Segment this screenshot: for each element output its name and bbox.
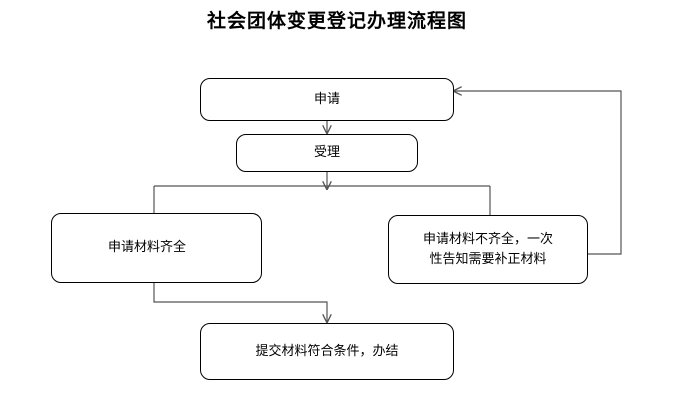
node-accept-label: 受理: [313, 145, 340, 160]
node-materials-complete: 申请材料齐全: [51, 213, 262, 283]
arrow-incomplete-to-apply: [454, 91, 622, 255]
node-apply-label: 申请: [313, 91, 340, 107]
node-materials-incomplete: 申请材料不齐全，一次 性告知需要补正材料: [388, 215, 588, 284]
diagram-title: 社会团体变更登记办理流程图: [206, 10, 467, 32]
arrow-complete-to-finish: [153, 282, 327, 322]
node-finish: 提交材料符合条件，办结: [200, 323, 454, 380]
node-materials-incomplete-line1: 申请材料不齐全，一次: [422, 231, 553, 247]
node-materials-complete-label: 申请材料齐全: [108, 240, 187, 255]
node-finish-label: 提交材料符合条件，办结: [255, 343, 399, 359]
node-materials-incomplete-line2: 性告知需要补正材料: [429, 251, 547, 267]
node-accept: 受理: [236, 134, 418, 172]
node-apply: 申请: [200, 78, 454, 121]
